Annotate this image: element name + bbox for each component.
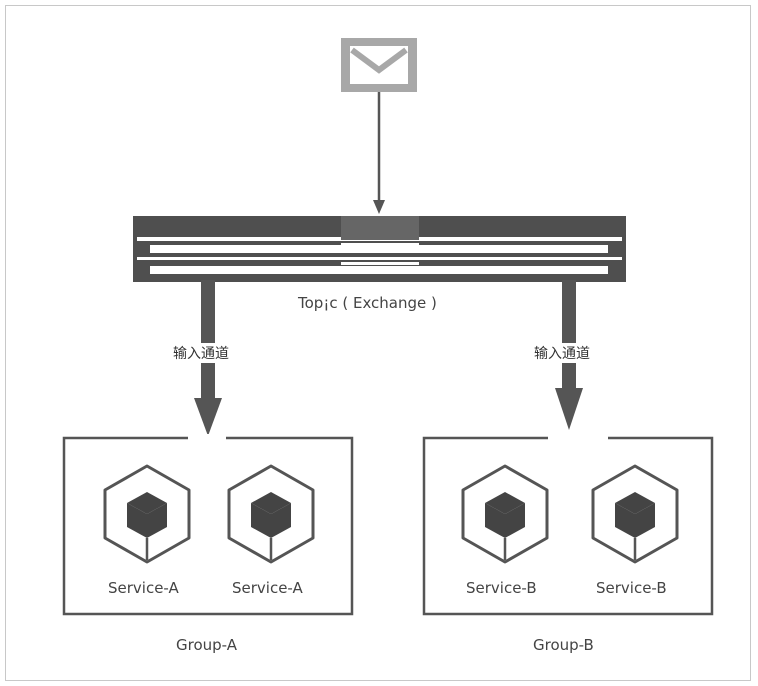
service-label-b1: Service-B: [466, 579, 537, 597]
topic-label: Top¡c ( Exchange ): [298, 294, 437, 312]
channel-arrow-left: [194, 280, 222, 436]
envelope-icon: [341, 38, 417, 92]
cube-box-icon-b1: [461, 464, 549, 564]
service-label-a2: Service-A: [232, 579, 303, 597]
message-arrow: [373, 92, 385, 214]
service-label-a1: Service-A: [108, 579, 179, 597]
group-a-label: Group-A: [176, 636, 238, 654]
channel-label-right: 输入通道: [533, 343, 591, 363]
group-b-label: Group-B: [533, 636, 594, 654]
topic-exchange-bar: [133, 216, 626, 282]
cube-box-icon-a1: [103, 464, 191, 564]
diagram-frame: [5, 5, 751, 681]
service-label-b2: Service-B: [596, 579, 667, 597]
channel-label-left: 输入通道: [172, 343, 230, 363]
cube-box-icon-a2: [227, 464, 315, 564]
cube-box-icon-b2: [591, 464, 679, 564]
